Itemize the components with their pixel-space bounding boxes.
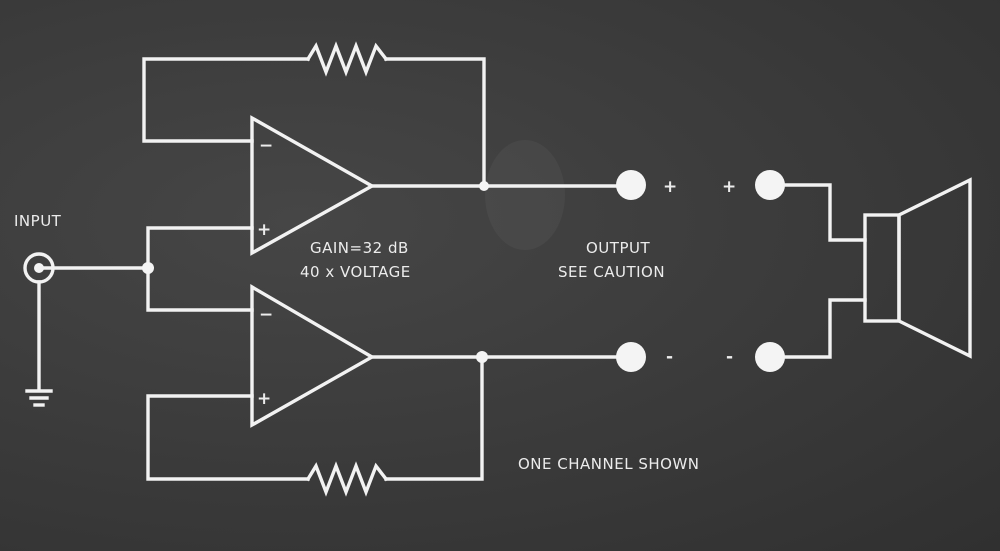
feedback-wire-1-right (384, 57, 486, 188)
caution-label: SEE CAUTION (558, 263, 665, 281)
amp1-minus-sign: − (259, 136, 273, 156)
feedback-wire-2-left (146, 394, 310, 481)
input-junction-dot (142, 262, 154, 274)
wire-to-amp2-minus (146, 266, 254, 312)
amp1-plus-sign: + (257, 220, 271, 240)
ground-icon (25, 280, 53, 407)
gain-label: GAIN=32 dB (310, 239, 409, 257)
speaker-terminal-positive (755, 170, 785, 200)
feedback-resistor-1 (305, 41, 389, 77)
terminal-plus-label-2: + (722, 177, 736, 197)
amp2-junction-dot (476, 351, 488, 363)
input-label: INPUT (14, 212, 62, 230)
channel-note: ONE CHANNEL SHOWN (518, 455, 700, 473)
amp-output-terminal-positive (616, 170, 646, 200)
speaker-terminal-negative (755, 342, 785, 372)
amp-output-terminal-negative (616, 342, 646, 372)
op-amp-1 (250, 115, 376, 256)
speaker-wire-positive (783, 183, 867, 242)
amp2-plus-sign: + (257, 389, 271, 409)
speaker-wire-negative (783, 298, 867, 359)
output-label: OUTPUT (586, 239, 650, 257)
feedback-resistor-2 (305, 461, 389, 497)
amp2-minus-sign: − (259, 305, 273, 325)
terminal-minus-label-2: - (726, 347, 733, 367)
speaker-icon (863, 177, 972, 359)
feedback-wire-1-left (142, 57, 310, 143)
op-amp-2 (250, 284, 376, 428)
wear-mark (485, 140, 565, 250)
terminal-minus-label-1: - (666, 347, 673, 367)
wire-to-amp1-plus (146, 226, 254, 270)
terminal-plus-label-1: + (663, 177, 677, 197)
voltage-label: 40 x VOLTAGE (300, 263, 411, 281)
amp1-junction-dot (479, 181, 489, 191)
feedback-wire-2-right (384, 355, 484, 481)
